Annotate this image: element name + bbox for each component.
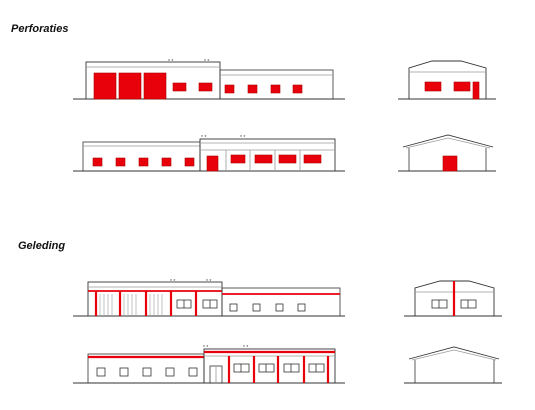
perforaties-openings-1 xyxy=(93,72,303,100)
svg-text:* *: * * xyxy=(243,345,248,351)
perforaties-elevation-side-1 xyxy=(398,60,496,100)
perforaties-elevation-side-2 xyxy=(398,134,496,172)
section-title-geleding: Geleding xyxy=(18,240,66,252)
perforaties-openings-2 xyxy=(92,154,322,172)
perforaties-elevation-front-1: * * * * xyxy=(73,59,345,100)
geleding-elevation-front-2: * * * * xyxy=(73,345,345,384)
svg-text:* *: * * xyxy=(168,59,173,65)
geleding-elevation-front-1: * * * * xyxy=(73,279,345,317)
svg-text:* *: * * xyxy=(201,135,206,141)
geleding-elevation-side-1 xyxy=(404,280,502,317)
section-title-perforaties: Perforaties xyxy=(11,23,69,35)
perforaties-elevation-front-2: * * * * xyxy=(73,135,345,172)
geleding-elevation-side-2 xyxy=(404,346,502,384)
svg-text:* *: * * xyxy=(206,279,211,285)
svg-text:* *: * * xyxy=(170,279,175,285)
svg-text:* *: * * xyxy=(204,59,209,65)
svg-text:* *: * * xyxy=(203,345,208,351)
svg-text:* *: * * xyxy=(240,135,245,141)
